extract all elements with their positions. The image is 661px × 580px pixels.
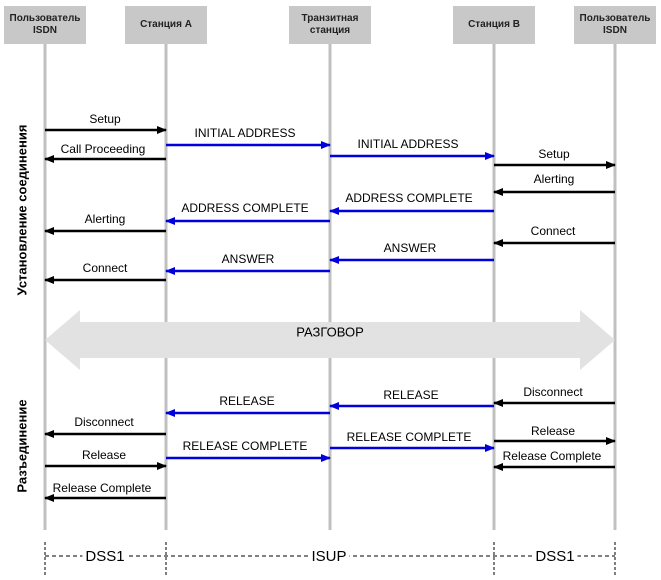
participant-transit-station: Транзитная станция (289, 6, 371, 44)
msg-release-complete-2: RELEASE COMPLETE (346, 430, 472, 444)
msg-release-complete-b: Release Complete (502, 449, 602, 463)
msg-initial-address-2: INITIAL ADDRESS (357, 137, 459, 151)
msg-disconnect-a: Disconnect (74, 415, 134, 429)
msg-setup-a: Setup (89, 112, 121, 126)
msg-alerting-b: Alerting (533, 172, 575, 186)
segment-label-dss1-left: DSS1 (82, 548, 128, 565)
phase-label-setup: Установление соединения (14, 124, 30, 296)
msg-call-proceeding: Call Proceeding (60, 142, 146, 156)
msg-release-1: RELEASE (219, 394, 275, 408)
participant-isdn-user-b: Пользователь ISDN (574, 6, 656, 44)
msg-alerting-a: Alerting (84, 212, 126, 226)
msg-address-complete-2: ADDRESS COMPLETE (345, 191, 473, 205)
msg-release-b: Release (530, 424, 576, 438)
participant-station-a: Станция А (125, 6, 207, 44)
msg-connect-a: Connect (82, 261, 128, 275)
msg-disconnect-b: Disconnect (523, 385, 583, 399)
msg-answer-1: ANSWER (221, 252, 275, 266)
participant-isdn-user-a: Пользователь ISDN (4, 6, 86, 44)
phase-label-release: Разъединение (14, 399, 30, 493)
msg-release-a: Release (81, 448, 127, 462)
segment-label-dss1-right: DSS1 (532, 548, 578, 565)
msg-connect-b: Connect (530, 224, 576, 238)
conversation-label: РАЗГОВОР (296, 324, 364, 340)
msg-release-complete-a: Release Complete (52, 481, 152, 495)
msg-release-2: RELEASE (383, 388, 439, 402)
participant-station-b: Станция В (453, 6, 535, 44)
msg-setup-b: Setup (538, 147, 570, 161)
msg-release-complete-1: RELEASE COMPLETE (182, 439, 308, 453)
segment-label-isup: ISUP (308, 548, 350, 565)
conversation-band (45, 310, 615, 370)
msg-initial-address-1: INITIAL ADDRESS (194, 126, 296, 140)
msg-address-complete-1: ADDRESS COMPLETE (181, 201, 309, 215)
msg-answer-2: ANSWER (383, 241, 437, 255)
